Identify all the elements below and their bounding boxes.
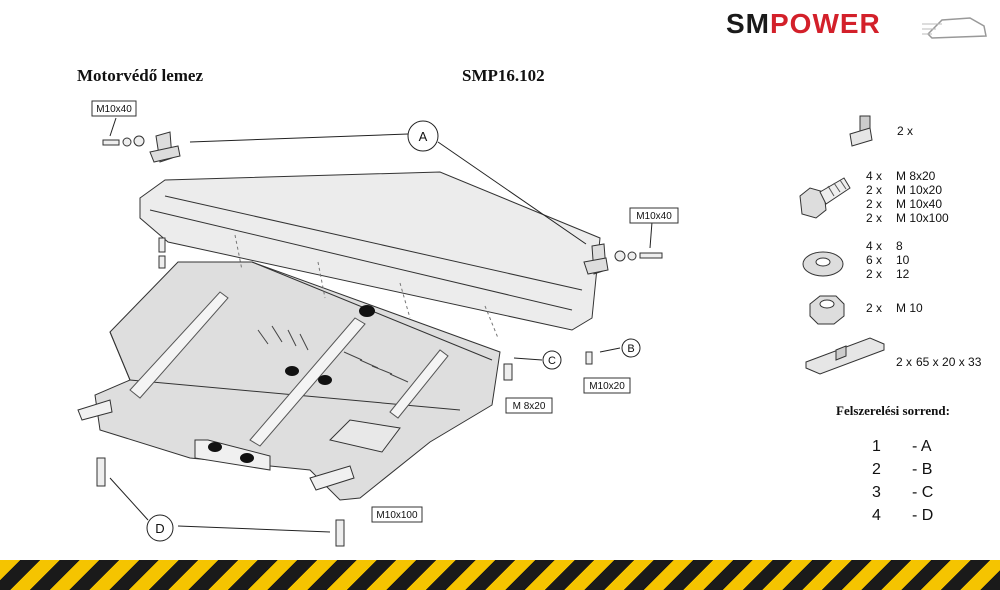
product-code: SMP16.102: [462, 66, 545, 85]
mounting-bar: [139, 171, 601, 331]
plate-icon: [805, 337, 885, 375]
parts-bracket-row: 2 x: [897, 124, 914, 138]
assembly-title: Felszerelési sorrend:: [836, 403, 950, 418]
hazard-stripe: [0, 560, 1000, 590]
callout-d: D: [155, 521, 164, 536]
label-d: M10x100: [376, 510, 418, 521]
label-b: M10x20: [589, 381, 625, 392]
logo-prefix: SM: [726, 8, 770, 39]
car-speed-icon: [922, 17, 987, 39]
assembly-step: 1- A: [872, 438, 932, 455]
exploded-diagram: A B C D M10x40 M10x40 M10x20 M 8x20 M10x…: [77, 100, 679, 547]
label-c: M 8x20: [513, 401, 546, 412]
brand-logo: SMPOWER: [726, 6, 988, 42]
logo-suffix: POWER: [770, 8, 881, 39]
assembly-step: 2- B: [872, 461, 933, 478]
assembly-step: 3- C: [872, 484, 934, 501]
washer-icon: [802, 251, 844, 277]
bracket-icon: [849, 115, 873, 147]
callout-a: A: [419, 129, 428, 144]
assembly-step: 4- D: [872, 507, 934, 524]
bolt-icon: [799, 177, 851, 219]
logo-text: SMPOWER: [726, 8, 881, 40]
callout-b: B: [627, 343, 634, 355]
page-title: Motorvédő lemez: [77, 66, 204, 85]
callout-c: C: [548, 355, 556, 367]
label-top-left: M10x40: [96, 104, 132, 115]
label-right: M10x40: [636, 211, 672, 222]
nut-icon: [809, 295, 845, 325]
